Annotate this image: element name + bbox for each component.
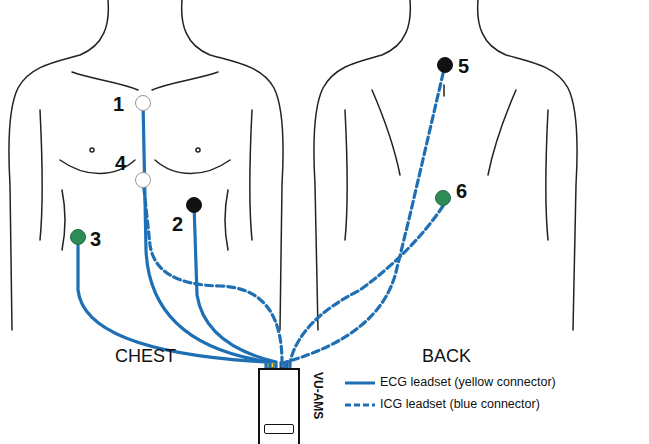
icg-lead (290, 206, 443, 368)
view-label: CHEST (115, 347, 176, 365)
callout-number: 6 (456, 181, 467, 201)
callout-number: 2 (172, 214, 183, 234)
electrode: 1 (135, 95, 151, 111)
legend-sample (345, 404, 375, 407)
spine-mark (443, 85, 445, 96)
back-outline-left (314, 0, 410, 330)
callout-number: 4 (115, 153, 126, 173)
callout-number: 1 (113, 94, 124, 114)
arm-line (345, 110, 347, 240)
legend-text: ECG leadset (yellow connector) (380, 376, 556, 389)
view-label: BACK (422, 347, 471, 365)
electrode: 6 (435, 190, 451, 206)
electrode: 4 (135, 172, 151, 188)
icg-lead (144, 188, 282, 368)
device-label: VU-AMS (312, 372, 324, 419)
ecg-lead (143, 111, 270, 368)
nipple (90, 148, 94, 152)
ecg-lead (78, 245, 266, 368)
callout-number: 3 (90, 229, 101, 249)
electrode: 5 (437, 57, 453, 73)
scapula (372, 90, 516, 175)
clavicle (72, 72, 218, 90)
device-detail (264, 424, 294, 434)
recorder-device: VU-AMS (258, 368, 300, 444)
callout-number: 5 (458, 56, 469, 76)
arm-line (40, 110, 42, 240)
arm-line (546, 110, 548, 240)
electrode: 2 (186, 197, 202, 213)
arm-line (250, 110, 252, 240)
icg-lead (286, 73, 443, 368)
ecg-lead (194, 213, 276, 368)
legend-sample (345, 382, 375, 385)
electrode: 3 (70, 229, 86, 245)
legend-text: ICG leadset (blue connector) (380, 398, 540, 411)
back-outline-right (478, 0, 577, 330)
nipple (196, 148, 200, 152)
chest-outline-left (9, 0, 108, 330)
